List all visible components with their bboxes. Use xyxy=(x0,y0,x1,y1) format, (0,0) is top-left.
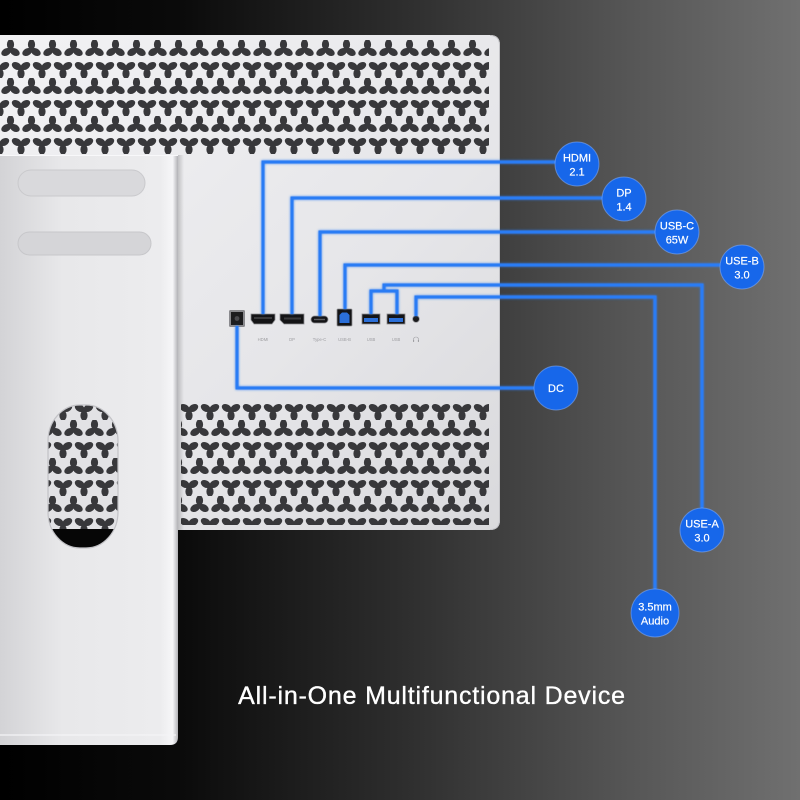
audio-callout-bubble xyxy=(630,588,680,638)
usb-c-port xyxy=(310,315,329,324)
type-c-port-label: Type-C xyxy=(313,337,327,342)
usb-a-callout-bubble xyxy=(679,507,725,553)
usb-b-callout-title: USE-B xyxy=(725,256,759,268)
usb-a-callout-line xyxy=(382,283,704,508)
dc-callout-bubble xyxy=(533,365,579,411)
hdmi-callout-title: HDMI xyxy=(563,153,591,165)
callout-hdmi: HDMI 2.1 xyxy=(554,141,600,187)
stand-cutout xyxy=(48,405,118,548)
usb-c-callout-line xyxy=(318,230,656,316)
hdmi-callout-spec: 2.1 xyxy=(569,167,584,179)
hdmi-callout-line xyxy=(261,160,556,314)
callout-audio: 3.5mm Audio xyxy=(630,588,680,638)
hdmi-port-pins xyxy=(254,317,272,319)
stand-cutout-bevel xyxy=(47,404,119,549)
callout-usb-c: USB-C 65W xyxy=(654,209,700,255)
usb-a-port-2-label: USB xyxy=(392,337,401,342)
hdmi-port xyxy=(250,313,276,325)
dp-port-label: DP xyxy=(289,337,295,342)
page-title: All-in-One Multifunctional Device xyxy=(238,682,626,710)
headphone-icon-left-cup xyxy=(413,340,415,342)
dc-callout-title: DC xyxy=(548,383,564,395)
headphone-icon-band xyxy=(413,336,419,342)
usb-c-callout-title: USB-C xyxy=(660,221,694,233)
usb-a-callout-title: USE-A xyxy=(685,519,719,531)
stand-upper-recess xyxy=(17,169,146,197)
headphone-icon xyxy=(413,336,419,342)
audio-callout-line xyxy=(414,295,657,590)
dc-callout-line xyxy=(235,326,535,390)
usb-a-port-1 xyxy=(361,313,381,325)
usb-b-port-label: USB-B xyxy=(338,337,351,342)
usb-b-callout-bubble xyxy=(719,244,765,290)
hdmi-port-label: HDMI xyxy=(258,337,269,342)
dp-callout-line xyxy=(290,196,603,314)
top-vent-grille xyxy=(0,40,489,154)
callout-lines xyxy=(235,160,721,590)
audio-callout-spec: Audio xyxy=(641,616,669,628)
usb-a-port-2 xyxy=(386,313,406,325)
usb-b-callout-spec: 3.0 xyxy=(734,270,749,282)
usb-a-port-2-tongue xyxy=(389,318,403,322)
io-ports xyxy=(229,308,420,327)
dp-callout-spec: 1.4 xyxy=(616,202,631,214)
usb-b-port xyxy=(336,308,353,327)
monitor-stand-group xyxy=(0,155,184,745)
dc-port xyxy=(229,310,245,327)
dp-callout-title: DP xyxy=(616,188,631,200)
displayport-port-pins xyxy=(284,317,301,320)
bottom-vent-grille xyxy=(181,404,489,525)
usb-b-callout-line xyxy=(343,263,721,309)
usb-a-callout-spec: 3.0 xyxy=(694,533,709,545)
port-labels: HDMI DP Type-C USB-B USB USB xyxy=(258,336,419,342)
usb-c-callout-bubble xyxy=(654,209,700,255)
usb-b-port-tongue xyxy=(339,312,350,323)
callout-usb-a: USE-A 3.0 xyxy=(679,507,725,553)
callout-dp: DP 1.4 xyxy=(601,176,647,222)
stand-lower-recess xyxy=(17,231,152,256)
panel-edge-highlight xyxy=(489,35,500,530)
callout-usb-b: USE-B 3.0 xyxy=(719,244,765,290)
stand-cutout-grille xyxy=(48,405,118,529)
hdmi-callout-bubble xyxy=(554,141,600,187)
audio-callout-title: 3.5mm xyxy=(638,602,672,614)
dp-callout-bubble xyxy=(601,176,647,222)
usb-c-port-tongue xyxy=(314,318,325,321)
displayport-port xyxy=(279,313,305,325)
usb-a-port-1-tongue xyxy=(364,318,378,322)
callout-dc: DC xyxy=(533,365,579,411)
audio-jack xyxy=(412,315,420,323)
dc-port-pin xyxy=(234,316,240,321)
usb-a-port-1-label: USB xyxy=(367,337,376,342)
stand-shadow xyxy=(178,155,184,530)
usb-c-callout-spec: 65W xyxy=(666,235,689,247)
headphone-icon-right-cup xyxy=(417,340,419,342)
